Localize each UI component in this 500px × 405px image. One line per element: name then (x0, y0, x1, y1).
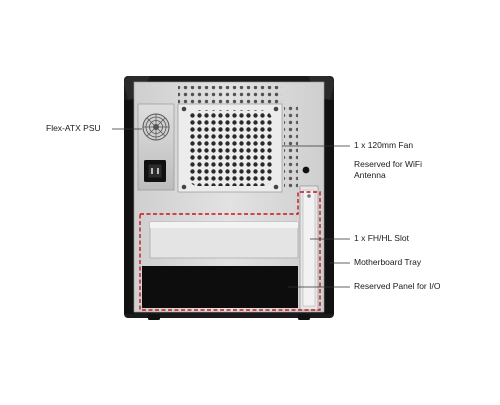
motherboard-tray-outline (139, 191, 321, 311)
io-panel (142, 266, 298, 308)
leader-lines (112, 128, 350, 288)
expansion-slot (299, 185, 319, 311)
label-io: Reserved Panel for I/O (354, 281, 441, 291)
power-inlet-icon (144, 160, 166, 182)
top-vent (178, 86, 282, 104)
label-psu: Flex-ATX PSU (46, 123, 101, 133)
antenna-hole (302, 166, 310, 174)
psu-fan-icon (142, 113, 170, 141)
fan-grille (177, 103, 283, 193)
label-tray: Motherboard Tray (354, 257, 422, 267)
label-slot: 1 x FH/HL Slot (354, 233, 409, 243)
label-antenna: Reserved for WiFi Antenna (354, 159, 423, 180)
motherboard-tray (149, 221, 299, 259)
label-fan: 1 x 120mm Fan (354, 140, 414, 150)
psu-module (137, 103, 175, 191)
